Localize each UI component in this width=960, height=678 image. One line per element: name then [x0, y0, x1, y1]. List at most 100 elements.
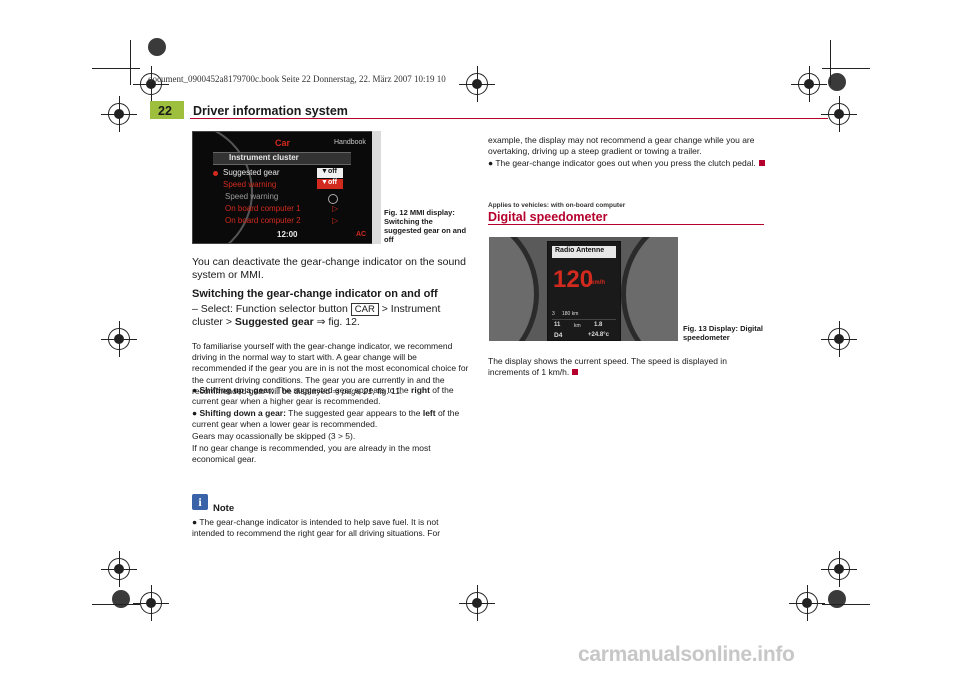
running-head: Driver information system [193, 104, 348, 118]
registration-blob-icon [112, 590, 130, 608]
registration-mark-icon [459, 66, 495, 102]
bullet-icon: ● [192, 408, 198, 418]
crop-mark-tr-v [830, 40, 831, 85]
bullet-bold: left [422, 408, 436, 418]
registration-mark-icon [821, 321, 857, 357]
registration-mark-icon [101, 551, 137, 587]
mmi-corner: Handbook [334, 139, 366, 146]
info-icon: i [192, 494, 208, 510]
bullet-item: ● The gear-change indicator goes out whe… [488, 158, 768, 169]
paragraph: If no gear change is recommended, you ar… [192, 443, 431, 465]
mmi-item: On board computer 1 [225, 204, 301, 213]
note-text: The gear-change indicator is intended to… [192, 517, 441, 539]
mmi-submenu-label: Instrument cluster [229, 153, 299, 162]
bullet-text: The suggested gear appears to the [274, 385, 412, 395]
step-bold: Suggested gear [234, 316, 314, 328]
page-number: 22 [158, 104, 172, 118]
right-gauge [621, 237, 678, 341]
mmi-title: Car [275, 138, 291, 148]
crop-mark-tr-h [822, 68, 870, 69]
registration-mark-icon [821, 96, 857, 132]
paragraph-text: The display shows the current speed. The… [488, 356, 727, 378]
registration-blob-icon [828, 73, 846, 91]
end-mark-icon [758, 160, 765, 166]
step-text: > Instrument cluster > [192, 303, 441, 328]
section-heading: Switching the gear-change indicator on a… [192, 288, 438, 300]
paragraph: To familiarise yourself with the gear-ch… [192, 341, 472, 397]
note-label: Note [213, 503, 235, 514]
paragraph-text: To familiarise yourself with the gear-ch… [192, 341, 469, 396]
bullet-text: of the current gear when a higher gear i… [192, 385, 454, 407]
arrow-right-icon: ▷ [332, 204, 339, 213]
crop-mark-tl-v [130, 40, 131, 85]
registration-mark-icon [459, 585, 495, 621]
mmi-clock: 12:00 [277, 230, 298, 239]
step-text: ⇒ fig. 12. [313, 316, 360, 328]
header-rule [190, 118, 828, 119]
file-info: document_0900452a8179700c.book Seite 22 … [148, 74, 446, 84]
figure-12-caption: Fig. 12 MMI display: Switching the sugge… [384, 208, 467, 244]
instruction-step: – Select: Function selector button CAR >… [192, 303, 472, 329]
page-reference-link[interactable]: page 21 [341, 385, 373, 396]
left-gauge [489, 237, 539, 341]
selection-dot-icon [213, 171, 218, 176]
paragraph-text: , fig. 11. [372, 385, 403, 396]
odo-unit: km [574, 323, 581, 329]
section-title: Digital speedometer [488, 210, 608, 224]
arrow-right-icon: ▷ [332, 216, 339, 225]
bullet-icon: ● [192, 517, 198, 527]
paragraph: example, the display may not recommend a… [488, 135, 755, 157]
toggle-off-active: ▼off [317, 179, 343, 189]
toggle-label: off [328, 179, 337, 186]
mmi-item: Speed warning [225, 192, 279, 201]
bullet-icon: ● [488, 158, 494, 168]
speedometer-screen: Radio Antenne 120 km/h 3 180 km 11 km 1.… [547, 241, 621, 341]
lead-paragraph: You can deactivate the gear-change indic… [192, 256, 466, 281]
bullet-icon: ● [192, 385, 198, 395]
speed-unit: km/h [591, 280, 606, 286]
bullet-item: ● Shifting up a gear: The suggested gear… [192, 385, 472, 407]
dial-arc [193, 132, 253, 243]
radio-label-box: Radio Antenne [552, 246, 616, 258]
figure-13-caption: Fig. 13 Display: Digital speedometer [683, 324, 764, 342]
paragraph: Gears may ocassionally be skipped (3 > 5… [192, 431, 356, 441]
crop-mark-bl-h [92, 604, 140, 605]
bullet-item: ● Shifting down a gear: The suggested ge… [192, 408, 472, 430]
crop-mark-tl-h [92, 68, 140, 69]
speedometer-figure: Radio Antenne 120 km/h 3 180 km 11 km 1.… [489, 237, 678, 341]
trip-gear: 3 [552, 311, 555, 317]
toggle-off: ▼off [317, 168, 343, 178]
note-bullet: ● The gear-change indicator is intended … [192, 517, 472, 539]
mmi-submenu: Instrument cluster [213, 152, 351, 165]
registration-mark-icon [821, 551, 857, 587]
registration-blob-icon [828, 590, 846, 608]
registration-mark-icon [789, 585, 825, 621]
section-rule [488, 224, 764, 225]
toggle-label: off [328, 168, 337, 175]
trip-distance: 180 km [562, 311, 579, 317]
end-mark-icon [572, 369, 579, 376]
odo-1: 11 [554, 322, 561, 328]
registration-mark-icon [101, 96, 137, 132]
car-key: CAR [350, 303, 379, 316]
page-tab-bar [150, 101, 184, 119]
bullet-text: of the current gear when a lower gear is… [192, 408, 460, 430]
knob-icon [328, 194, 338, 204]
odo-2: 1.8 [594, 322, 603, 328]
mmi-corner-label: AC [356, 231, 367, 238]
bullet-text: The suggested gear appears to the [285, 408, 423, 418]
crop-mark-br-h [822, 604, 870, 605]
figure-side-strip [372, 131, 381, 244]
temperature: +24.8°c [588, 332, 609, 338]
registration-mark-icon [133, 66, 169, 102]
bullet-bold: Shifting up a gear: [199, 385, 275, 395]
bullet-text: The gear-change indicator goes out when … [495, 158, 756, 168]
paragraph: The display shows the current speed. The… [488, 356, 768, 378]
radio-label: Radio Antenne [555, 247, 605, 254]
mmi-item: Speed warning [223, 180, 277, 189]
mmi-item: On board computer 2 [225, 216, 301, 225]
step-text: – Select: Function selector button [192, 303, 351, 315]
speed-value: 120 [553, 266, 594, 293]
mmi-item: Suggested gear [223, 168, 280, 177]
watermark: carmanualsonline.info [578, 643, 795, 666]
